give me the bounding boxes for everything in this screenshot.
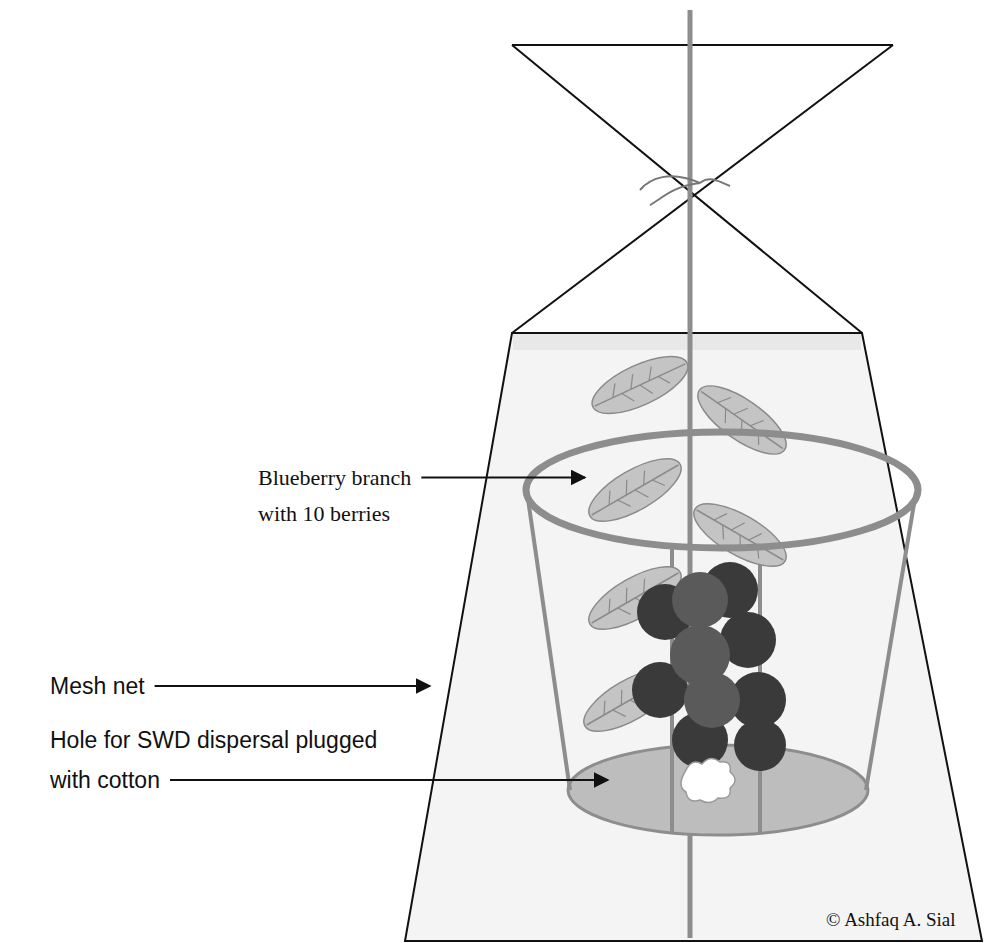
part-label: Hole for SWD dispersal plugged with cott…	[50, 720, 380, 800]
leader-arrow	[155, 685, 430, 687]
part-label: Blueberry branch with 10 berries	[258, 460, 443, 532]
copyright-note: © Ashfaq A. Sial	[826, 906, 978, 934]
leader-arrow	[170, 779, 608, 781]
leader-arrow	[421, 477, 585, 479]
part-label: Mesh net	[50, 670, 250, 702]
